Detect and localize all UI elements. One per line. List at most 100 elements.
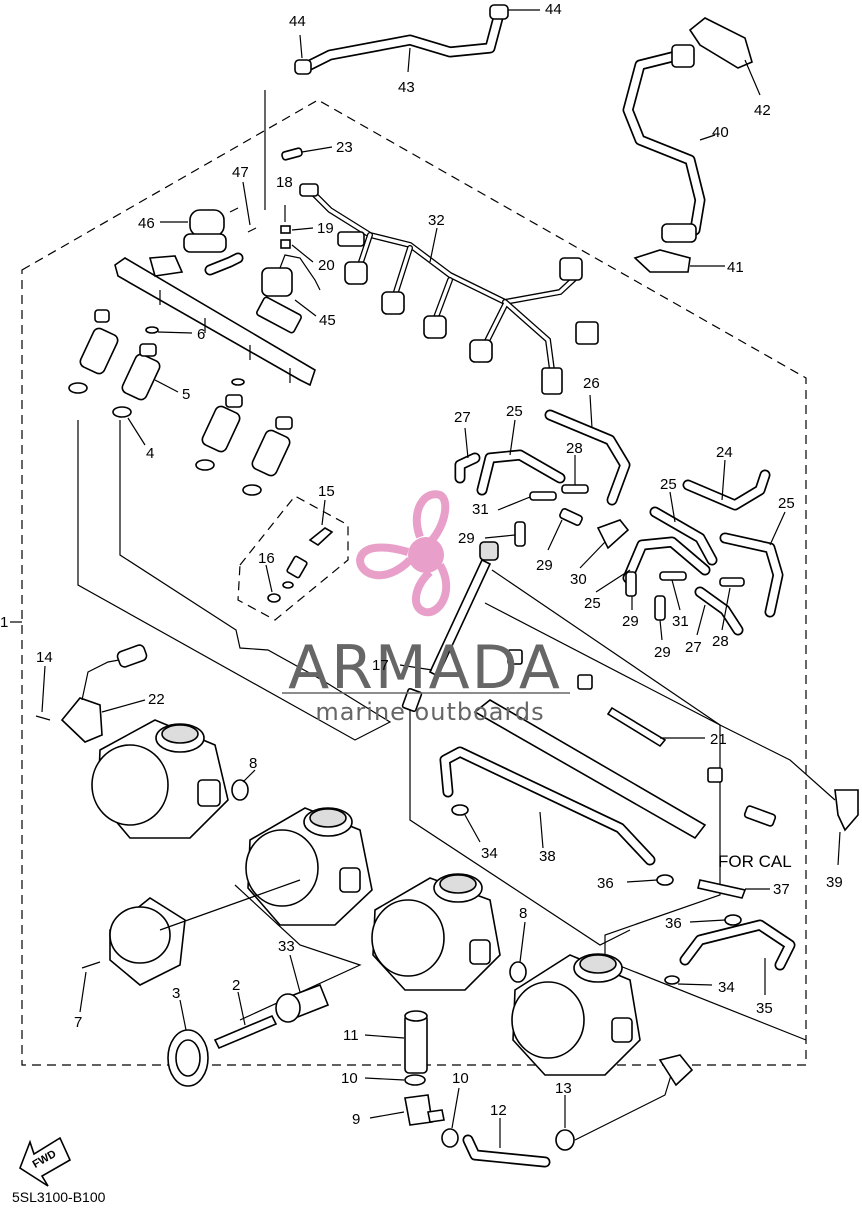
leader-3 (179, 999, 187, 1031)
callout-33: 33 (278, 938, 295, 955)
clip-44-right (489, 4, 509, 20)
callout-2: 2 (232, 977, 240, 994)
callout-3: 3 (172, 985, 180, 1002)
callout-6: 6 (197, 326, 205, 343)
o-ring-6b (231, 378, 245, 386)
clip-36a (656, 874, 674, 886)
hose-end-fitting (658, 1054, 694, 1087)
callout-32: 32 (428, 212, 445, 229)
leader-47 (242, 181, 251, 226)
o-ring-6 (145, 326, 159, 334)
callout-44a: 44 (289, 13, 306, 30)
bolt-21b (577, 674, 593, 690)
diagram-code: 5SL3100-B100 (12, 1189, 106, 1205)
hose-40 (622, 49, 706, 236)
leader-6 (157, 331, 193, 334)
callout-10a: 10 (341, 1070, 358, 1087)
callout-34b: 34 (718, 979, 735, 996)
callout-28b: 28 (712, 633, 729, 650)
leader-2 (237, 991, 246, 1026)
leader-15 (321, 499, 326, 526)
fwd-arrow-icon (19, 1136, 72, 1187)
clip-36b (724, 914, 742, 926)
callout-8a: 8 (249, 755, 257, 772)
throttle-shaft-17 (428, 558, 492, 678)
leader-16 (265, 564, 273, 593)
pipe-29d (654, 595, 666, 621)
throttle-subassembly-outline (77, 420, 392, 741)
hose-27 (454, 452, 481, 484)
subgroup-box-15 (237, 495, 349, 621)
connector-32e (559, 257, 583, 281)
clip-34a (451, 804, 469, 816)
leader-34b (677, 983, 713, 986)
leader-45 (294, 299, 317, 317)
bolt-21c (707, 767, 723, 783)
nut-20 (280, 239, 291, 249)
leader-29b (547, 519, 563, 551)
assembly-boundary (21, 99, 807, 1066)
callout-1: 1 (0, 614, 8, 631)
joint-9 (404, 1094, 433, 1126)
callout-8b: 8 (519, 905, 527, 922)
leader-24 (721, 459, 726, 501)
callout-25b: 25 (660, 476, 677, 493)
funnel-axis (159, 879, 301, 931)
rail-subassembly-outline (484, 602, 807, 1041)
throttle-body-1 (91, 719, 229, 839)
callout-12: 12 (490, 1102, 507, 1119)
connector-32g (541, 367, 563, 395)
leader-20 (291, 244, 314, 263)
hose-35 (679, 919, 796, 971)
leader-5 (154, 379, 179, 393)
callout-31b: 31 (672, 613, 689, 630)
pipe-29b (559, 508, 583, 526)
hose-25a (476, 449, 566, 496)
leader-38 (539, 811, 544, 849)
pipe-11 (404, 1014, 428, 1074)
callout-29c: 29 (622, 613, 639, 630)
leader-25a (509, 419, 516, 456)
injector-5b (112, 343, 161, 418)
leader-40 (699, 134, 716, 141)
callout-22: 22 (148, 691, 165, 708)
clip-44-left (294, 59, 312, 75)
injector-5c (195, 394, 243, 471)
callout-15: 15 (318, 483, 335, 500)
callout-36a: 36 (597, 875, 614, 892)
callout-17: 17 (372, 657, 389, 674)
cable-39 (491, 569, 836, 801)
for-cal-label: FOR CAL (718, 852, 792, 871)
callout-25a: 25 (506, 403, 523, 420)
leader-8a (242, 769, 256, 783)
callout-28a: 28 (566, 440, 583, 457)
bracket-39 (834, 789, 859, 832)
o-ring-10a (404, 1074, 426, 1086)
callout-31a: 31 (472, 501, 489, 518)
pipe-29c (625, 571, 637, 597)
armada-logo-icon (355, 490, 451, 617)
injector-5d (242, 416, 293, 496)
callout-38: 38 (539, 848, 556, 865)
spring-15 (286, 555, 308, 579)
hose-26 (544, 409, 631, 506)
throttle-body-4 (511, 953, 641, 1076)
callout-29a: 29 (458, 530, 475, 547)
callout-7: 7 (74, 1014, 82, 1031)
callout-29b: 29 (536, 557, 553, 574)
spring-17 (401, 687, 423, 713)
callout-30: 30 (570, 571, 587, 588)
leader-19 (291, 227, 314, 231)
leader-33 (289, 954, 301, 993)
shaft-2 (213, 1014, 278, 1050)
leader-30 (579, 541, 606, 569)
leader-25d (595, 569, 631, 593)
callout-19: 19 (317, 220, 334, 237)
connector-32a (344, 261, 368, 285)
leader-44a (299, 34, 303, 59)
callout-24: 24 (716, 444, 733, 461)
hose-12 (462, 1134, 551, 1168)
joint-28a (561, 484, 589, 494)
leader-10b (451, 1087, 460, 1129)
